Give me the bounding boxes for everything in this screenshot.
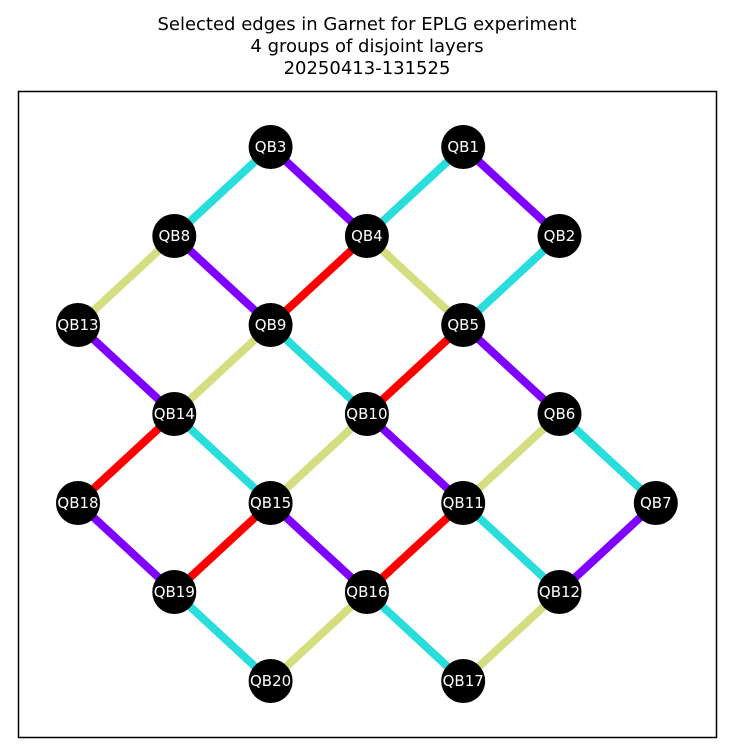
node-qb17: QB17 <box>441 659 486 703</box>
plot-frame <box>17 90 718 739</box>
node-circle <box>441 481 486 525</box>
node-label: QB5 <box>447 316 479 334</box>
node-label: QB11 <box>443 494 484 512</box>
node-circle <box>152 570 197 614</box>
node-qb15: QB15 <box>248 481 293 525</box>
node-label: QB3 <box>255 138 287 156</box>
node-qb18: QB18 <box>56 481 100 525</box>
node-circle <box>248 303 293 347</box>
node-label: QB8 <box>158 227 190 245</box>
node-qb7: QB7 <box>633 481 678 525</box>
node-qb13: QB13 <box>56 303 100 347</box>
node-circle <box>56 481 100 525</box>
node-label: QB10 <box>346 405 387 423</box>
node-circle <box>248 659 293 703</box>
node-circle <box>537 570 582 614</box>
node-label: QB1 <box>447 138 479 156</box>
node-circle <box>344 214 389 258</box>
node-circle <box>152 392 197 436</box>
node-circle <box>633 481 678 525</box>
node-circle <box>344 392 389 436</box>
node-qb8: QB8 <box>152 214 197 258</box>
node-qb4: QB4 <box>344 214 389 258</box>
title-line-2: 4 groups of disjoint layers <box>250 36 484 57</box>
node-qb6: QB6 <box>537 392 582 436</box>
node-circle <box>344 570 389 614</box>
node-label: QB18 <box>57 494 98 512</box>
node-qb16: QB16 <box>344 570 389 614</box>
node-qb12: QB12 <box>537 570 582 614</box>
node-label: QB19 <box>154 583 195 601</box>
node-qb10: QB10 <box>344 392 389 436</box>
node-qb20: QB20 <box>248 659 293 703</box>
node-qb5: QB5 <box>441 303 486 347</box>
title-line-3: 20250413-131525 <box>283 58 451 79</box>
title-line-1: Selected edges in Garnet for EPLG experi… <box>157 14 577 35</box>
node-label: QB17 <box>443 672 484 690</box>
node-label: QB6 <box>544 405 576 423</box>
node-label: QB9 <box>255 316 287 334</box>
node-label: QB12 <box>539 583 580 601</box>
node-qb14: QB14 <box>152 392 197 436</box>
node-circle <box>152 214 197 258</box>
node-label: QB15 <box>250 494 291 512</box>
node-label: QB4 <box>351 227 383 245</box>
node-qb19: QB19 <box>152 570 197 614</box>
node-circle <box>441 303 486 347</box>
node-circle <box>441 125 486 169</box>
node-circle <box>248 125 293 169</box>
node-circle <box>56 303 100 347</box>
node-qb1: QB1 <box>441 125 486 169</box>
node-qb11: QB11 <box>441 481 486 525</box>
node-label: QB7 <box>640 494 672 512</box>
node-qb2: QB2 <box>537 214 582 258</box>
node-circle <box>537 392 582 436</box>
node-label: QB2 <box>544 227 576 245</box>
node-label: QB20 <box>250 672 291 690</box>
node-circle <box>537 214 582 258</box>
node-qb9: QB9 <box>248 303 293 347</box>
node-label: QB16 <box>346 583 387 601</box>
node-qb3: QB3 <box>248 125 293 169</box>
node-circle <box>441 659 486 703</box>
node-circle <box>248 481 293 525</box>
node-label: QB14 <box>154 405 195 423</box>
nodes-layer: QB1QB2QB3QB4QB5QB6QB7QB8QB9QB10QB11QB12Q… <box>56 125 678 703</box>
node-label: QB13 <box>57 316 98 334</box>
